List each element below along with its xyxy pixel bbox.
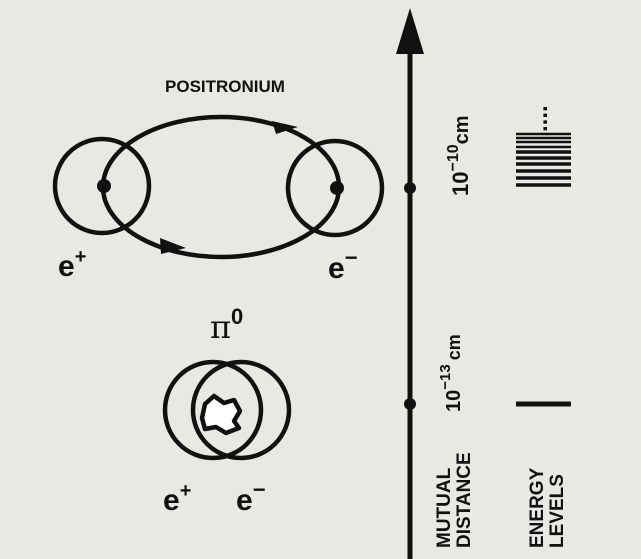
- positronium-positron-label: e+: [58, 246, 86, 283]
- orbit-arrow-bottom: [160, 238, 186, 254]
- axis-tick-lower-label: 10−13cm: [437, 334, 465, 412]
- distance-axis-arrowhead: [396, 8, 424, 54]
- energy-level-ladder: [516, 132, 571, 187]
- axis-tick-upper: [404, 182, 416, 194]
- axis-title-line2: DISTANCE: [454, 452, 475, 548]
- axis-tick-lower: [404, 398, 416, 410]
- positron-particle-dot: [97, 179, 111, 193]
- electron-particle-dot: [330, 181, 344, 195]
- axis-title-line1: MUTUAL: [434, 467, 455, 548]
- energy-title-line1: ENERGY: [527, 467, 548, 548]
- pion-electron-label: e−: [236, 477, 266, 517]
- pion-positron-label: e+: [163, 480, 191, 517]
- positronium-title: POSITRONIUM: [165, 77, 285, 96]
- positron-wave-circle: [52, 136, 152, 236]
- energy-title-line2: LEVELS: [547, 474, 568, 548]
- pion-electron-circle: [190, 359, 292, 461]
- electron-wave-circle: [285, 138, 385, 238]
- axis-tick-upper-label: 10−10cm: [445, 115, 473, 196]
- pion-core-blob: [199, 393, 243, 436]
- pion-positron-circle: [162, 359, 264, 461]
- positronium-electron-label: e−: [328, 245, 358, 285]
- pion-label: π0: [210, 304, 243, 346]
- orbit-arrow-top: [272, 121, 298, 134]
- energy-levels-continuation-dots: ....: [526, 105, 553, 132]
